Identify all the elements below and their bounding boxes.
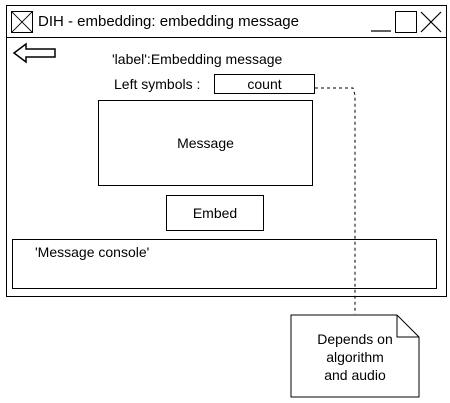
note-shape	[290, 314, 420, 398]
close-icon[interactable]	[420, 11, 442, 33]
minimize-icon[interactable]	[370, 11, 392, 33]
message-placeholder: Message	[177, 135, 234, 151]
embed-button-label: Embed	[192, 205, 238, 221]
back-arrow-icon[interactable]	[12, 41, 58, 65]
titlebar-divider	[6, 37, 447, 38]
note-line: and audio	[324, 367, 386, 383]
message-input[interactable]: Message	[98, 100, 313, 186]
message-console-text: 'Message console'	[35, 244, 150, 260]
window-app-icon	[11, 11, 33, 33]
embedding-label: 'label':Embedding message	[112, 51, 283, 67]
count-field: count	[214, 74, 315, 94]
window-title: DIH - embedding: embedding message	[38, 13, 299, 30]
note-line: Depends on	[317, 331, 393, 347]
left-symbols-label: Left symbols :	[114, 76, 201, 92]
note-text: Depends on algorithm and audio	[300, 330, 410, 384]
message-console	[12, 239, 437, 289]
maximize-icon[interactable]	[395, 11, 417, 33]
note-line: algorithm	[326, 349, 384, 365]
embed-button[interactable]: Embed	[166, 195, 264, 231]
